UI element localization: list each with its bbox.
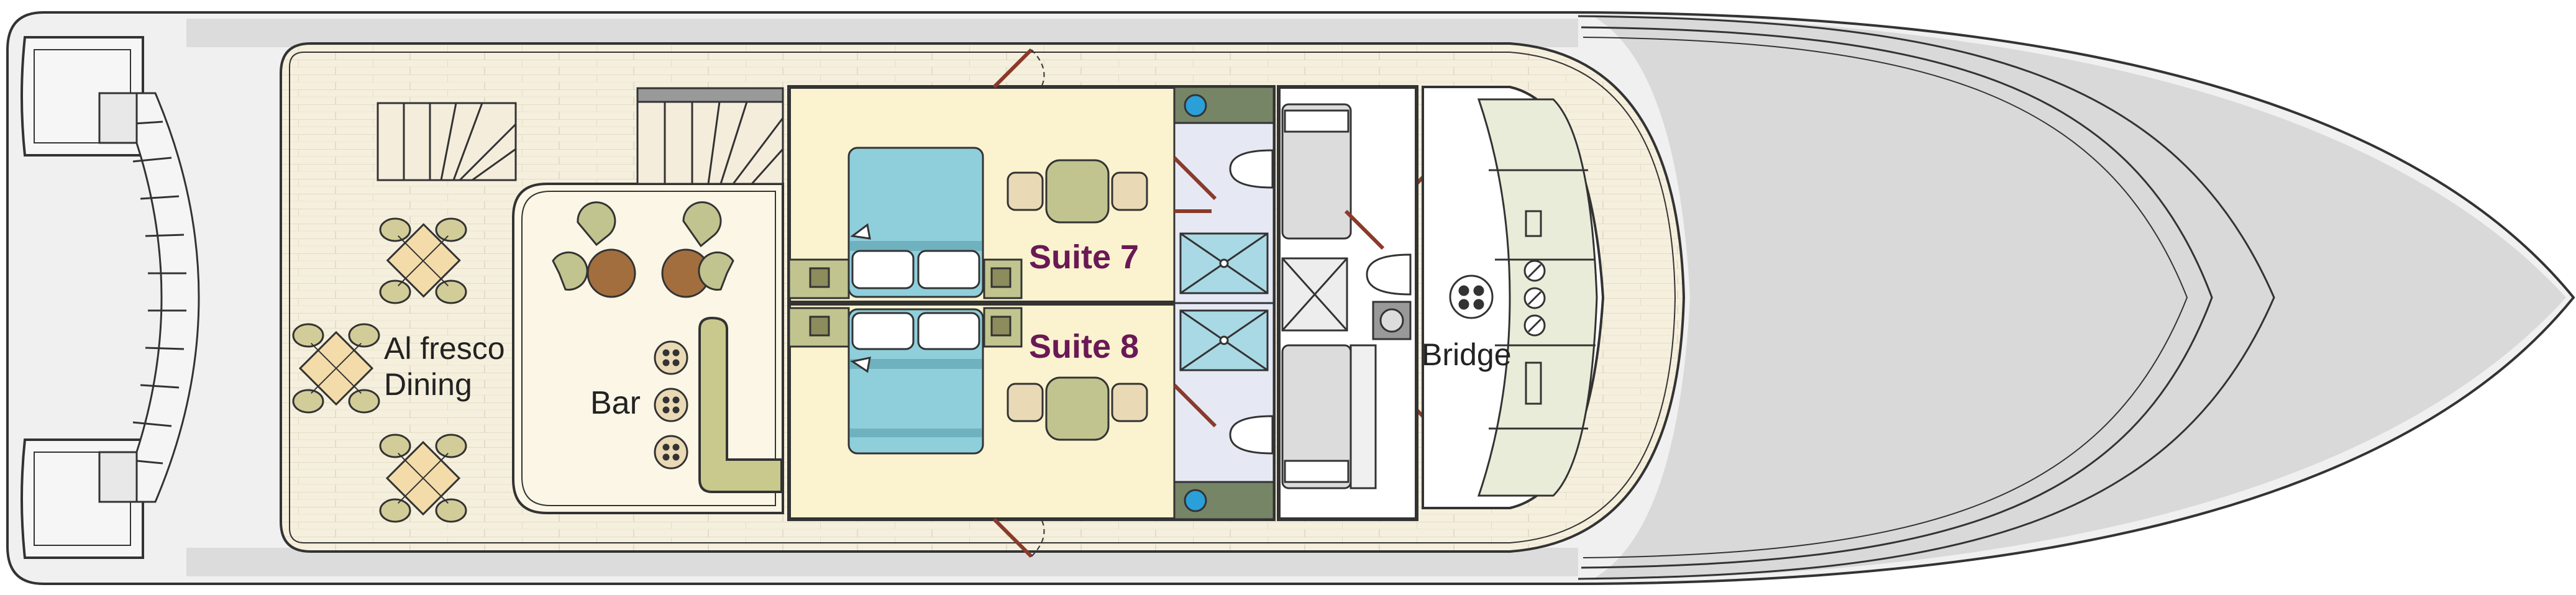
gauge-icon — [1523, 260, 1546, 337]
label-bridge: Bridge — [1422, 337, 1512, 372]
helm-wheel-icon — [1449, 275, 1494, 319]
bow-deck — [1578, 15, 2566, 580]
sink-icon — [1372, 301, 1412, 340]
bow-rail-inner — [1581, 26, 2213, 569]
spiral-staircase-icon — [98, 92, 200, 503]
label-dining: Dining — [384, 367, 472, 402]
bathroom-suite-7 — [1173, 86, 1275, 304]
bow-rail-inner-2 — [1583, 37, 2188, 558]
bed-icon — [847, 147, 984, 298]
bow-rail-outer — [1578, 15, 2275, 580]
dining-table-icon — [379, 434, 467, 523]
shower-icon — [1281, 257, 1348, 332]
porthole-icon — [1184, 489, 1207, 512]
toilet-icon — [1229, 415, 1274, 455]
bar-stool-icon — [654, 435, 688, 470]
staircase-icon — [636, 87, 784, 185]
dining-table-icon — [379, 217, 467, 304]
label-bar: Bar — [590, 385, 641, 421]
nightstand-icon — [788, 258, 1023, 348]
bar-stool-icon — [654, 340, 688, 375]
toilet-icon — [1229, 149, 1274, 189]
dining-table-icon — [292, 323, 380, 414]
round-table-icon — [587, 248, 711, 298]
seating-set — [1007, 159, 1148, 441]
bed-icon — [847, 308, 984, 455]
label-suite-7: Suite 7 — [1029, 238, 1139, 276]
staircase-icon — [377, 102, 517, 181]
armchair-icon — [552, 201, 734, 291]
bar-stool-icon — [654, 388, 688, 422]
bunk-bed — [1281, 103, 1377, 489]
label-al-fresco-dining: Al fresco Dining — [384, 331, 513, 402]
label-al-fresco: Al fresco — [384, 331, 505, 366]
porthole-icon — [1184, 94, 1207, 117]
label-suite-8: Suite 8 — [1029, 328, 1139, 365]
deck-rail — [289, 52, 1676, 543]
door-swing-icon — [992, 48, 1217, 558]
bathroom-suite-8 — [1173, 302, 1275, 520]
toilet-icon — [1366, 253, 1412, 296]
bar-counter — [698, 316, 783, 493]
